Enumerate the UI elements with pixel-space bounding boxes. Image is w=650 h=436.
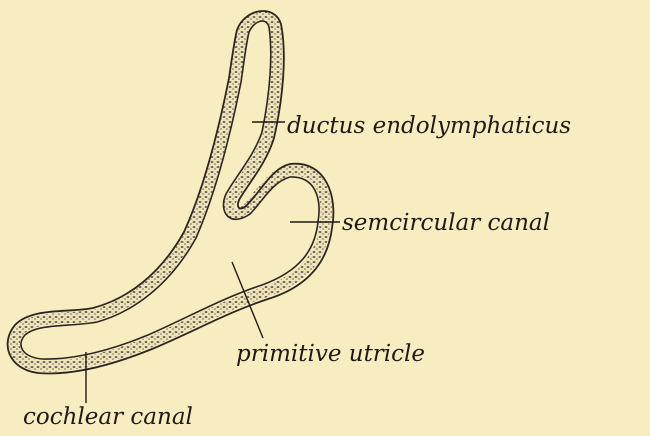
semicircular-canal-label: semcircular canal: [342, 212, 550, 235]
ductus-endolymphaticus-label: ductus endolymphaticus: [287, 115, 571, 138]
vesicle-epithelium: [14, 16, 326, 367]
cochlear-canal-label: cochlear canal: [23, 406, 193, 429]
primitive-utricle-label: primitive utricle: [236, 343, 425, 366]
